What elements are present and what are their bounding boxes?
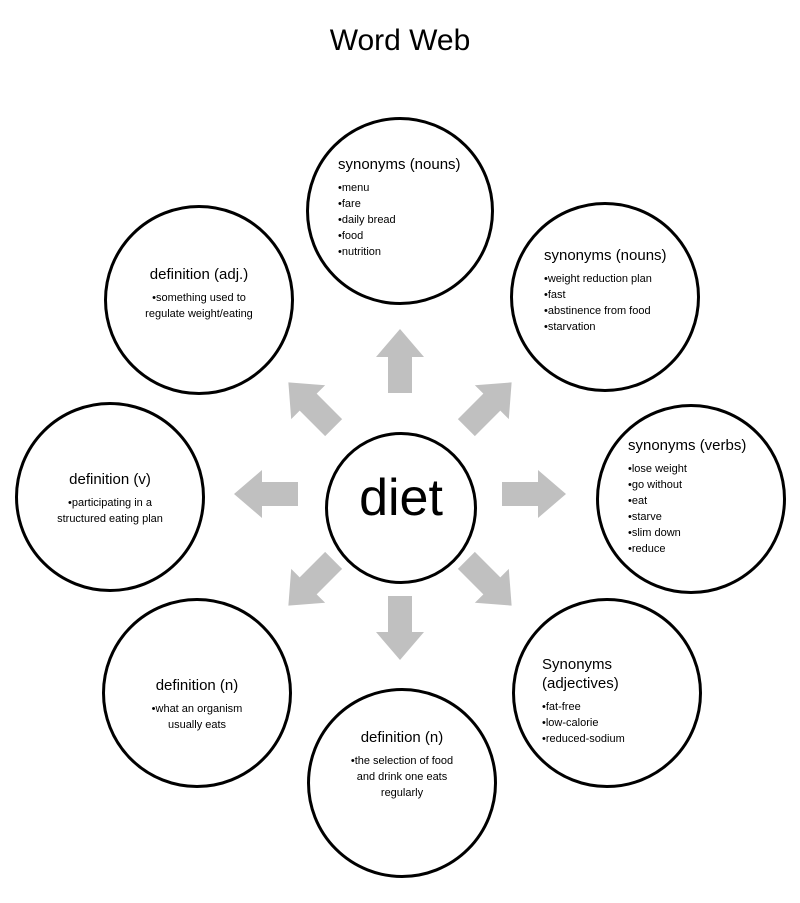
arrow-down [376, 596, 424, 660]
page-title: Word Web [329, 24, 471, 57]
node-text-line: •what an organism [151, 703, 243, 715]
center-word: diet [359, 469, 443, 527]
node-heading: definition (n) [155, 677, 239, 694]
list-item: go without [628, 477, 768, 493]
node-heading-line: (adjectives) [542, 675, 619, 692]
arrow-down-left [271, 543, 351, 623]
node-heading: definition (n) [360, 729, 444, 746]
node-top-left-circle [104, 205, 294, 395]
node-text-line: •participating in a [68, 497, 152, 509]
list-item: eat [628, 493, 768, 509]
node-bottom-text: definition (n) •the selection of food an… [322, 728, 482, 801]
node-heading: synonyms (verbs) [628, 437, 747, 454]
node-heading: Synonyms (adjectives) [542, 655, 682, 693]
node-heading: synonyms (nouns) [544, 247, 667, 264]
arrow-up [376, 329, 424, 393]
node-top-text: synonyms (nouns) menu fare daily bread f… [338, 155, 478, 260]
list-item: fast [544, 287, 684, 303]
node-text-line: usually eats [167, 719, 227, 731]
node-bottom-left-text: definition (n) •what an organism usually… [117, 676, 277, 733]
node-heading: synonyms (nouns) [338, 156, 461, 173]
node-left-circle [15, 402, 205, 592]
node-text-line: •something used to [152, 292, 246, 304]
list-item: food [338, 228, 478, 244]
node-bottom-left-circle [102, 598, 292, 788]
list-item: reduce [628, 541, 768, 557]
list-item: abstinence from food [544, 303, 684, 319]
node-heading: definition (v) [69, 471, 151, 488]
node-heading-line: Synonyms [542, 656, 613, 673]
list-item: starvation [544, 319, 684, 335]
list-item: daily bread [338, 212, 478, 228]
node-bottom-circle [307, 688, 497, 878]
arrow-right [502, 470, 566, 518]
arrow-left [234, 470, 298, 518]
node-text-line: regulate weight/eating [145, 308, 253, 320]
node-heading: definition (adj.) [149, 266, 249, 283]
list-item: low-calorie [542, 715, 682, 731]
node-bottom-right-circle [512, 598, 702, 788]
list-item: starve [628, 509, 768, 525]
node-top-right-text: synonyms (nouns) weight reduction plan f… [544, 246, 684, 335]
list-item: fare [338, 196, 478, 212]
node-text-line: structured eating plan [57, 513, 163, 525]
arrow-up-left [271, 365, 351, 445]
list-item: weight reduction plan [544, 271, 684, 287]
list-item: fat-free [542, 699, 682, 715]
list-item: reduced-sodium [542, 731, 682, 747]
list-item: slim down [628, 525, 768, 541]
node-top-left-text: definition (adj.) •something used to reg… [119, 265, 279, 322]
list-item: nutrition [338, 244, 478, 260]
arrow-down-right [449, 543, 529, 623]
node-text-line: •the selection of food [350, 755, 454, 767]
node-bottom-right-text: Synonyms (adjectives) fat-free low-calor… [542, 655, 682, 747]
node-text-line: and drink one eats [356, 771, 448, 783]
node-left-text: definition (v) •participating in a struc… [30, 470, 190, 527]
node-text-line: regularly [380, 787, 424, 799]
list-item: lose weight [628, 461, 768, 477]
arrow-up-right [449, 365, 529, 445]
center-circle [325, 432, 477, 584]
node-right-text: synonyms (verbs) lose weight go without … [628, 436, 768, 557]
list-item: menu [338, 180, 478, 196]
